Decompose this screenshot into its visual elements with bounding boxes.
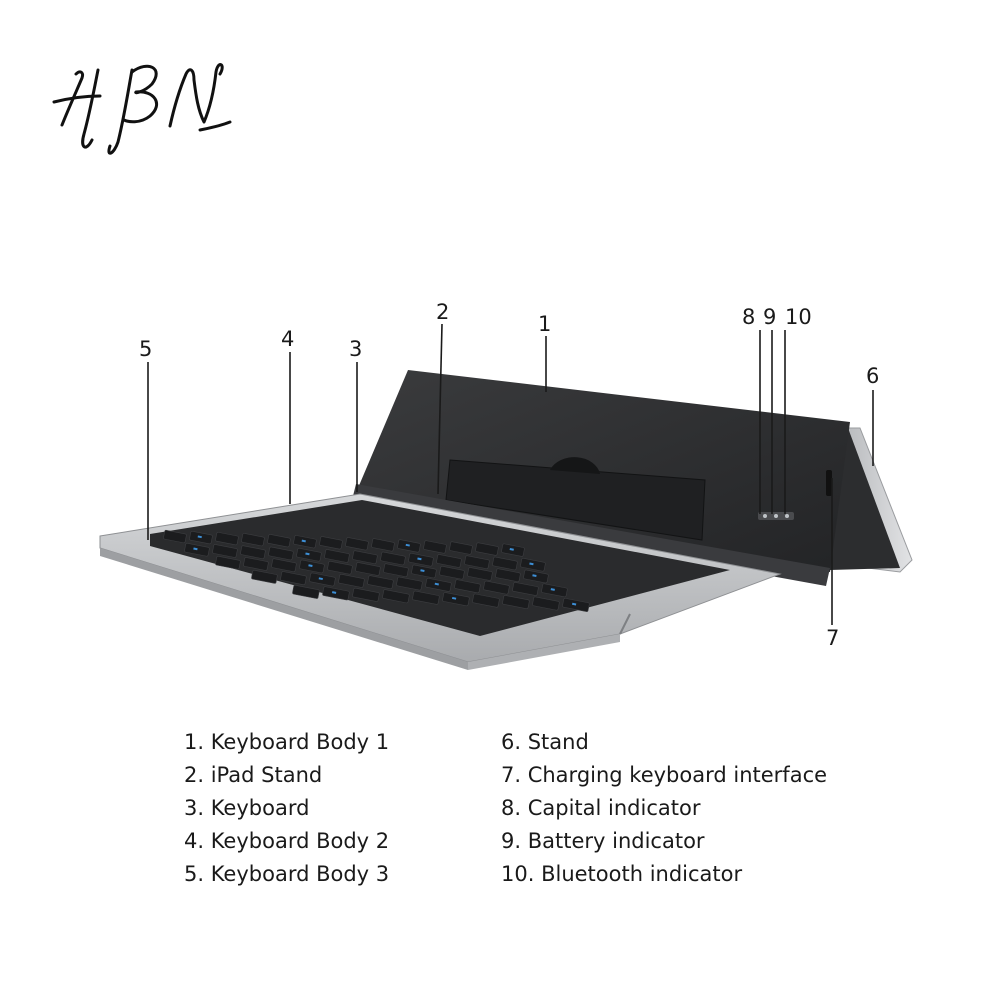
- key-accent-mark: [301, 539, 306, 543]
- key: [240, 545, 266, 559]
- key: [251, 569, 278, 584]
- key-accent-mark: [451, 596, 457, 600]
- key: [212, 544, 238, 558]
- key: [367, 575, 394, 590]
- ipad-stand-lip: [445, 459, 706, 541]
- key: [467, 567, 493, 581]
- key: [502, 595, 530, 610]
- key: [464, 555, 490, 569]
- key: [396, 576, 423, 591]
- key: [383, 563, 409, 577]
- callout-4: 4: [281, 327, 295, 351]
- key: [355, 562, 381, 576]
- key: [495, 568, 521, 582]
- key: [380, 551, 406, 566]
- leader-lines: [147, 323, 874, 625]
- key: [241, 533, 265, 547]
- legend-right-column: 6. Stand 7. Charging keyboard interface …: [501, 726, 827, 891]
- key: [454, 579, 481, 594]
- legend-left-column: 1. Keyboard Body 1 2. iPad Stand 3. Keyb…: [184, 726, 389, 891]
- callout-5: 5: [139, 337, 153, 361]
- key-accent-mark: [305, 552, 310, 556]
- key: [215, 532, 239, 546]
- key: [492, 556, 518, 571]
- keyboard-illustration: [99, 323, 913, 670]
- key: [352, 550, 378, 564]
- callout-8: 8: [742, 305, 756, 329]
- key-accent-mark: [405, 543, 410, 547]
- key: [532, 596, 560, 611]
- key-accent-mark: [417, 557, 422, 561]
- key: [327, 560, 353, 575]
- key-accent-mark: [571, 602, 577, 606]
- key: [371, 538, 395, 552]
- legend-item: 4. Keyboard Body 2: [184, 829, 390, 853]
- legend-item: 6. Stand: [501, 730, 589, 754]
- callout-9: 9: [763, 305, 777, 329]
- key: [338, 574, 365, 588]
- key-accent-mark: [308, 564, 313, 568]
- key: [280, 571, 307, 585]
- key: [436, 554, 462, 568]
- legend-item: 2. iPad Stand: [184, 763, 323, 787]
- key-accent-mark: [331, 591, 337, 594]
- legend-item: 1. Keyboard Body 1: [184, 730, 390, 754]
- key: [412, 590, 440, 605]
- key: [439, 565, 465, 580]
- legend-item: 10. Bluetooth indicator: [501, 862, 743, 886]
- key: [472, 593, 500, 608]
- key: [345, 537, 369, 551]
- key: [423, 540, 447, 554]
- key-accent-mark: [318, 577, 323, 581]
- callout-10: 10: [785, 305, 812, 329]
- callout-2: 2: [436, 300, 450, 324]
- key: [449, 541, 473, 555]
- keyboard-body-1: [358, 370, 850, 572]
- key-accent-mark: [197, 535, 202, 539]
- key-accent-mark: [193, 547, 198, 551]
- key: [292, 584, 320, 599]
- legend-item: 3. Keyboard: [184, 796, 310, 820]
- signature-logo: [52, 63, 232, 155]
- key-accent-mark: [434, 582, 439, 586]
- key-accent-mark: [529, 562, 534, 566]
- legend-item: 8. Capital indicator: [501, 796, 701, 820]
- key: [475, 542, 499, 556]
- leader-line-2: [437, 323, 443, 495]
- key: [268, 546, 294, 561]
- callout-7: 7: [826, 626, 840, 650]
- key-accent-mark: [420, 569, 425, 573]
- key-accent-mark: [550, 588, 555, 591]
- callout-1: 1: [538, 312, 552, 336]
- key: [271, 558, 297, 572]
- keyboard-keys-grid: [163, 529, 590, 612]
- key: [324, 549, 350, 563]
- legend-item: 7. Charging keyboard interface: [501, 763, 828, 787]
- key: [319, 536, 343, 550]
- key: [163, 529, 187, 544]
- key: [267, 534, 291, 548]
- key: [352, 587, 380, 602]
- key: [512, 582, 539, 596]
- callout-3: 3: [349, 337, 363, 361]
- charging-port: [826, 470, 832, 496]
- legend-item: 5. Keyboard Body 3: [184, 862, 390, 886]
- legend-item: 9. Battery indicator: [501, 829, 705, 853]
- key: [243, 557, 269, 571]
- key: [483, 580, 510, 595]
- key-accent-mark: [532, 574, 537, 578]
- key: [215, 555, 241, 570]
- callout-6: 6: [866, 364, 880, 388]
- key-accent-mark: [509, 548, 514, 551]
- key: [382, 589, 410, 604]
